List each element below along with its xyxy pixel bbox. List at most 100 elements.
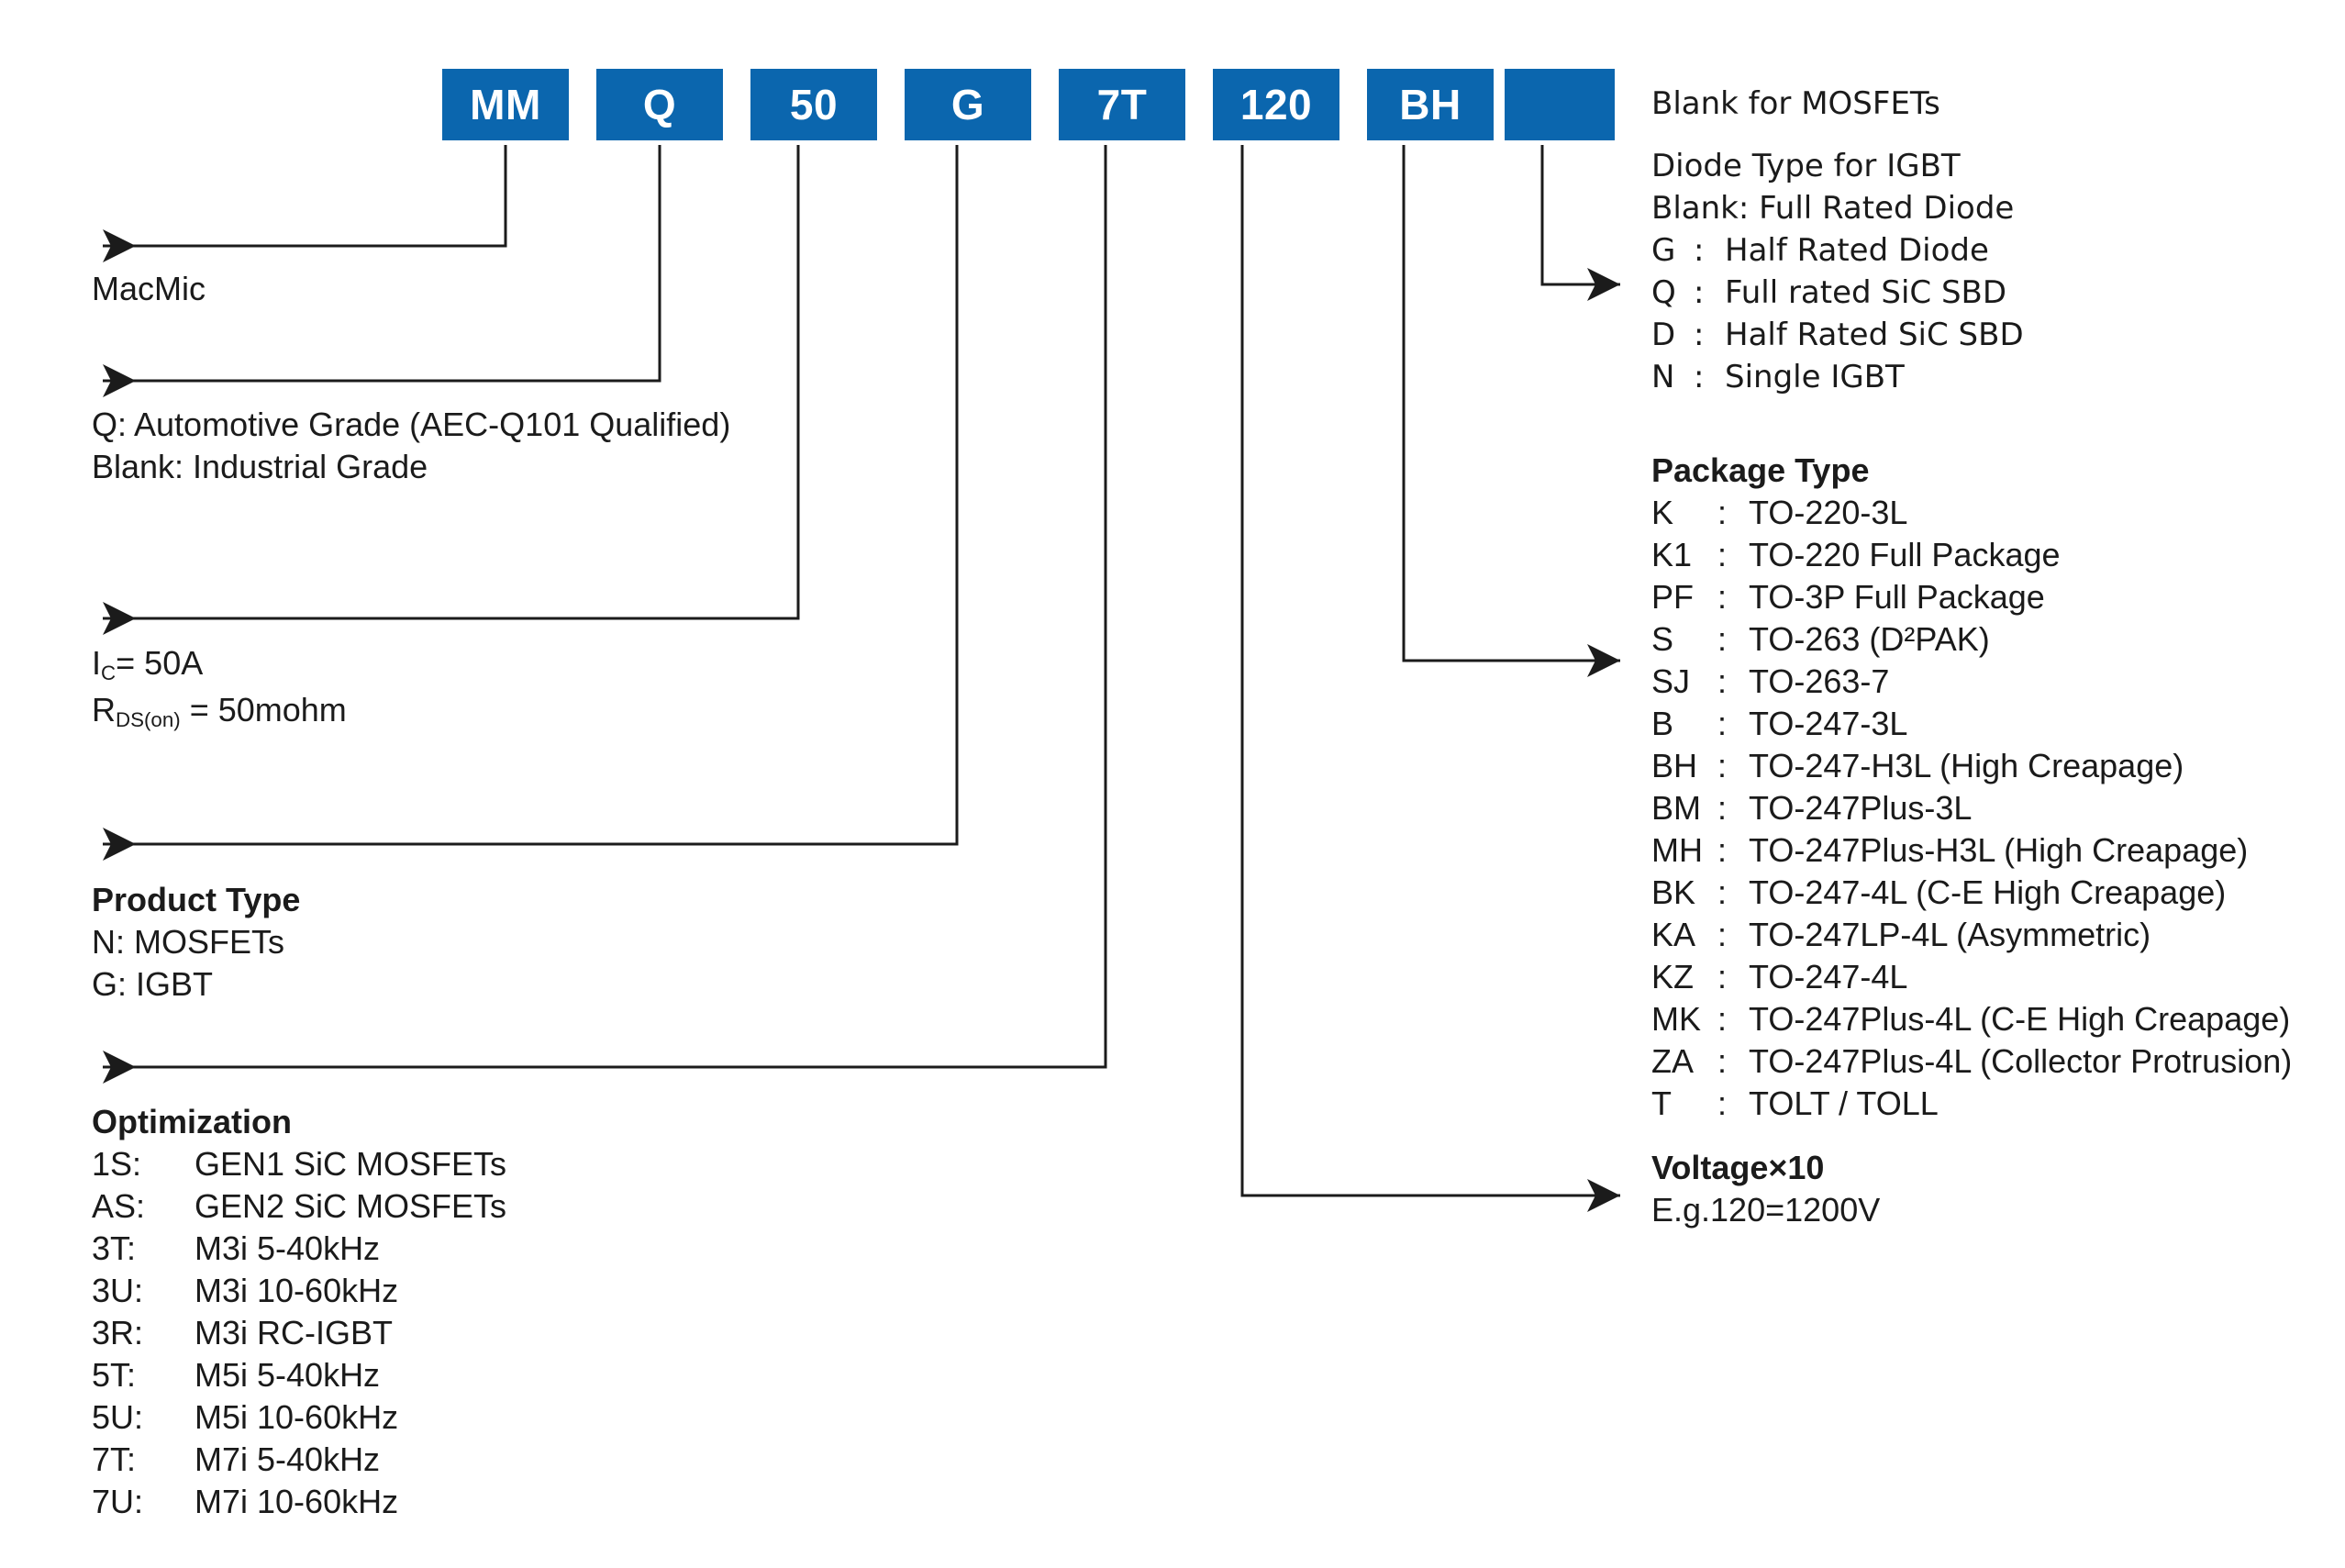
optimization-item: 5U: M5i 10-60kHz: [92, 1396, 506, 1439]
optimization-code: AS:: [92, 1187, 146, 1225]
package-colon: :: [1717, 747, 1728, 784]
segment-50[interactable]: 50: [750, 69, 877, 140]
package-colon: :: [1717, 1042, 1728, 1080]
package-code: KA: [1651, 916, 1696, 953]
package-colon: :: [1717, 1000, 1728, 1038]
segment-120[interactable]: 120: [1213, 69, 1339, 140]
package-desc: TO-3P Full Package: [1749, 578, 2045, 616]
optimization-gap: [171, 1143, 194, 1185]
optimization-desc: M7i 10-60kHz: [194, 1483, 399, 1520]
optimization-desc: GEN1 SiC MOSFETs: [194, 1145, 507, 1183]
package-desc: TO-247-3L: [1749, 705, 1908, 742]
segment-blank[interactable]: [1505, 69, 1615, 140]
optimization-item: 5T: M5i 5-40kHz: [92, 1354, 506, 1396]
diode-colon: :: [1694, 317, 1705, 353]
segment-bh[interactable]: BH: [1367, 69, 1494, 140]
product-type-igbt: G: IGBT: [92, 965, 214, 1003]
voltage-heading: Voltage×10: [1651, 1149, 1825, 1186]
package-colon: :: [1717, 494, 1728, 531]
mosfet-note-block: Blank for MOSFETs: [1651, 83, 1940, 125]
package-code: S: [1651, 620, 1674, 658]
package-code: SJ: [1651, 662, 1691, 700]
package-colon: :: [1717, 789, 1728, 827]
optimization-desc: GEN2 SiC MOSFETs: [194, 1187, 507, 1225]
package-type-item: BM : TO-247Plus-3L: [1651, 787, 2292, 829]
optimization-gap: [171, 1312, 194, 1354]
voltage-block: Voltage×10 E.g.120=1200V: [1651, 1147, 1880, 1231]
diode-colon: :: [1694, 274, 1705, 311]
diode-type-block: Diode Type for IGBT Blank: Full Rated Di…: [1651, 145, 2024, 398]
package-desc: TO-247-4L: [1749, 958, 1908, 995]
package-code: BH: [1651, 747, 1698, 784]
package-type-block: Package Type K : TO-220-3L K1 : TO-220 F…: [1651, 450, 2292, 1125]
leader-bh: [1402, 145, 1620, 677]
package-colon: :: [1717, 578, 1728, 616]
diode-desc: Full rated SiC SBD: [1725, 274, 2007, 311]
leader-q: [103, 145, 661, 397]
optimization-desc: M3i RC-IGBT: [194, 1314, 393, 1351]
grade-industrial-label: Blank: Industrial Grade: [92, 448, 428, 485]
package-code: BM: [1651, 789, 1701, 827]
package-desc: TO-247LP-4L (Asymmetric): [1749, 916, 2151, 953]
rdson-value: = 50mohm: [180, 691, 347, 728]
package-desc: TOLT / TOLL: [1749, 1084, 1939, 1122]
package-type-item: K1 : TO-220 Full Package: [1651, 534, 2292, 576]
package-type-item: ZA : TO-247Plus-4L (Collector Protrusion…: [1651, 1040, 2292, 1083]
optimization-desc: M5i 5-40kHz: [194, 1356, 381, 1394]
optimization-code: 5U:: [92, 1398, 144, 1436]
package-type-item: KZ : TO-247-4L: [1651, 956, 2292, 998]
product-type-block: Product Type N: MOSFETs G: IGBT: [92, 879, 300, 1006]
package-colon: :: [1717, 705, 1728, 742]
optimization-code: 5T:: [92, 1356, 137, 1394]
package-desc: TO-247Plus-H3L (High Creapage): [1749, 831, 2249, 869]
package-desc: TO-263-7: [1749, 662, 1890, 700]
optimization-code: 1S:: [92, 1145, 142, 1183]
diode-type-item: G : Half Rated Diode: [1651, 229, 2024, 272]
diode-type-heading: Diode Type for IGBT: [1651, 148, 1961, 184]
optimization-gap: [171, 1396, 194, 1439]
rdson-label: RDS(on) = 50mohm: [92, 689, 347, 736]
package-type-item: KA : TO-247LP-4L (Asymmetric): [1651, 914, 2292, 956]
segment-q[interactable]: Q: [596, 69, 723, 140]
package-desc: TO-247Plus-4L (C-E High Creapage): [1749, 1000, 2291, 1038]
package-desc: TO-247-4L (C-E High Creapage): [1749, 873, 2227, 911]
optimization-code: 3T:: [92, 1229, 137, 1267]
segment-7t[interactable]: 7T: [1059, 69, 1185, 140]
package-colon: :: [1717, 958, 1728, 995]
diode-desc: Half Rated Diode: [1725, 232, 1989, 269]
diode-type-item: D : Half Rated SiC SBD: [1651, 314, 2024, 356]
diode-type-blank: Blank: Full Rated Diode: [1651, 190, 2015, 227]
package-type-item: K : TO-220-3L: [1651, 492, 2292, 534]
optimization-gap: [171, 1185, 194, 1228]
optimization-item: 7U: M7i 10-60kHz: [92, 1481, 506, 1523]
package-type-item: PF : TO-3P Full Package: [1651, 576, 2292, 618]
optimization-gap: [171, 1439, 194, 1481]
optimization-item: 3T: M3i 5-40kHz: [92, 1228, 506, 1270]
product-type-heading: Product Type: [92, 881, 301, 918]
segment-mm[interactable]: MM: [442, 69, 569, 140]
diode-code: G: [1651, 232, 1676, 269]
brand-label: MacMic: [92, 270, 206, 307]
package-colon: :: [1717, 873, 1728, 911]
voltage-example: E.g.120=1200V: [1651, 1191, 1881, 1229]
optimization-desc: M3i 10-60kHz: [194, 1272, 399, 1309]
diode-code: N: [1651, 359, 1675, 395]
package-type-item: MH : TO-247Plus-H3L (High Creapage): [1651, 829, 2292, 872]
package-code: B: [1651, 705, 1674, 742]
package-code: MH: [1651, 831, 1703, 869]
segment-g[interactable]: G: [905, 69, 1031, 140]
package-colon: :: [1717, 1084, 1728, 1122]
package-type-item: BH : TO-247-H3L (High Creapage): [1651, 745, 2292, 787]
rating-block: IC= 50A RDS(on) = 50mohm: [92, 642, 347, 736]
optimization-item: 7T: M7i 5-40kHz: [92, 1439, 506, 1481]
package-desc: TO-247Plus-3L: [1749, 789, 1973, 827]
package-desc: TO-220-3L: [1749, 494, 1908, 531]
package-type-heading: Package Type: [1651, 451, 1870, 489]
optimization-gap: [171, 1228, 194, 1270]
optimization-code: 7T:: [92, 1440, 137, 1478]
diode-code: Q: [1651, 274, 1676, 311]
package-type-item: T : TOLT / TOLL: [1651, 1083, 2292, 1125]
rdson-symbol: R: [92, 691, 116, 728]
package-type-item: MK : TO-247Plus-4L (C-E High Creapage): [1651, 998, 2292, 1040]
optimization-code: 7U:: [92, 1483, 144, 1520]
